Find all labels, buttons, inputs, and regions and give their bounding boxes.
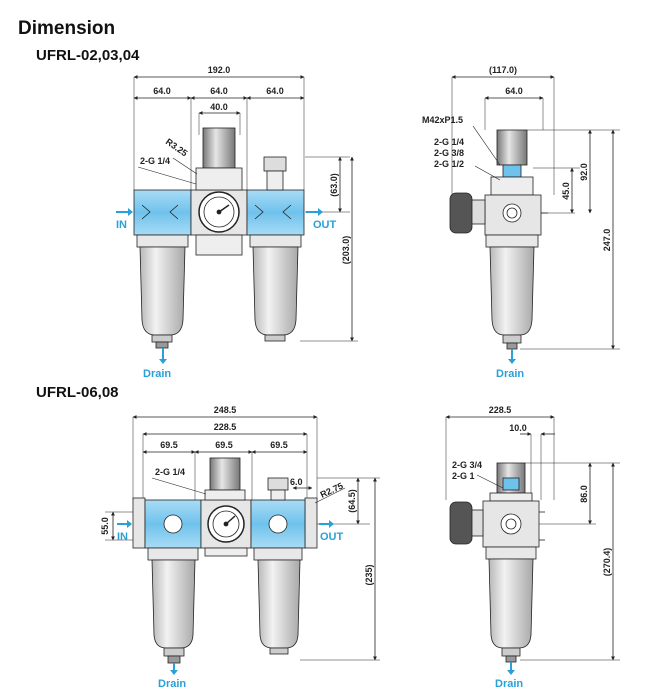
m2-seg2: 69.5 bbox=[215, 440, 233, 450]
m1-side-inner-width: 64.0 bbox=[505, 86, 523, 96]
m2-offset: 6.0 bbox=[290, 477, 303, 487]
m1-side-h1: 45.0 bbox=[561, 182, 571, 200]
m1-side-port-1: 2-G 1/4 bbox=[434, 137, 464, 147]
m1-seg3: 64.0 bbox=[266, 86, 284, 96]
m2-side-port-1: 2-G 3/4 bbox=[452, 460, 482, 470]
model1-side-drain-arrow bbox=[508, 349, 516, 364]
m1-port: 2-G 1/4 bbox=[140, 156, 170, 166]
m2-total-height: (235) bbox=[364, 564, 374, 585]
m2-inner-width: 228.5 bbox=[214, 422, 237, 432]
model2-flow-arrows bbox=[117, 520, 334, 675]
m2-outlet-label: OUT bbox=[320, 531, 344, 543]
m2-side-small-width: 10.0 bbox=[509, 423, 527, 433]
m2-port: 2-G 1/4 bbox=[155, 467, 185, 477]
model-title-large: UFRL-06,08 bbox=[36, 384, 119, 401]
m1-overall-width: 192.0 bbox=[208, 65, 231, 75]
m1-drain-label: Drain bbox=[143, 368, 171, 380]
m1-seg2: 64.0 bbox=[210, 86, 228, 96]
m1-side-port-3: 2-G 1/2 bbox=[434, 159, 464, 169]
m1-inlet-label: IN bbox=[116, 219, 127, 231]
model2-front-view bbox=[105, 415, 380, 664]
m2-side-overall-width: 228.5 bbox=[489, 405, 512, 415]
m2-drain-label: Drain bbox=[158, 678, 186, 690]
m2-upper-height: (64.5) bbox=[347, 489, 357, 513]
m1-total-height: (203.0) bbox=[341, 236, 351, 265]
m1-side-h3: 247.0 bbox=[602, 229, 612, 252]
m1-seg1: 64.0 bbox=[153, 86, 171, 96]
m1-outlet-label: OUT bbox=[313, 219, 337, 231]
model2-side-drain-arrow bbox=[507, 662, 515, 675]
m1-side-overall-width: (117.0) bbox=[489, 65, 517, 75]
model-title-small: UFRL-02,03,04 bbox=[36, 47, 140, 64]
m2-overall-width: 248.5 bbox=[214, 405, 237, 415]
m2-side-port-2: 2-G 1 bbox=[452, 471, 475, 481]
m1-center-width: 40.0 bbox=[210, 102, 228, 112]
model2-side-view bbox=[445, 415, 620, 663]
page-title: Dimension bbox=[18, 18, 116, 39]
m2-side-drain-label: Drain bbox=[495, 678, 523, 690]
m1-upper-height: (63.0) bbox=[329, 173, 339, 197]
m1-side-port-2: 2-G 3/8 bbox=[434, 148, 464, 158]
model1-side-view bbox=[449, 75, 620, 350]
m2-seg1: 69.5 bbox=[160, 440, 178, 450]
m2-side-h2: (270.4) bbox=[602, 548, 612, 577]
model1-front-view bbox=[133, 75, 358, 349]
model1-flow-arrows bbox=[116, 208, 323, 364]
m2-left-height: 55.0 bbox=[100, 517, 110, 535]
m2-side-h1: 86.0 bbox=[579, 485, 589, 503]
m2-radius: R2.75 bbox=[319, 481, 345, 500]
m1-side-drain-label: Drain bbox=[496, 368, 524, 380]
m2-inlet-label: IN bbox=[117, 531, 128, 543]
m1-side-h2: 92.0 bbox=[579, 163, 589, 181]
m2-seg3: 69.5 bbox=[270, 440, 288, 450]
m1-side-thread: M42xP1.5 bbox=[422, 115, 463, 125]
